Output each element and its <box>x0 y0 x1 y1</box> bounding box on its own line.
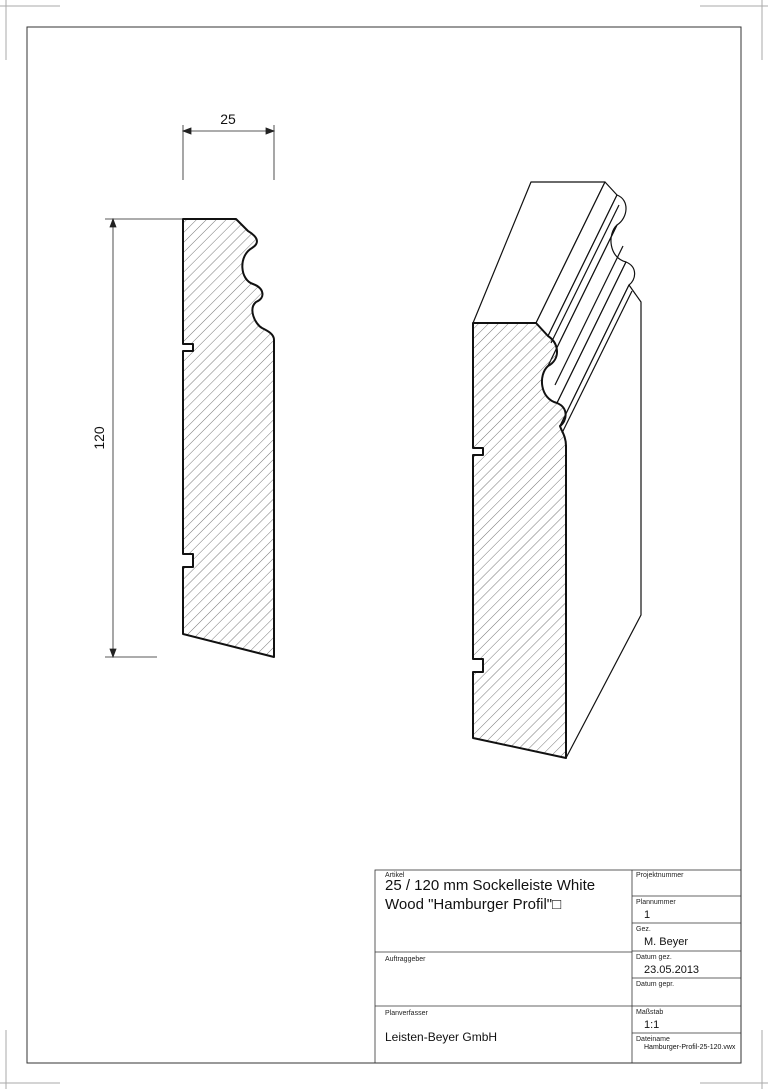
dimension-height <box>105 217 183 659</box>
projektnummer-label: Projektnummer <box>636 872 684 879</box>
profile-cross-section <box>182 218 275 658</box>
gez-label: Gez. <box>636 926 651 933</box>
datum-gepr-label: Datum gepr. <box>636 981 675 988</box>
iso-front-section <box>472 322 567 759</box>
planverfasser-label: Planverfasser <box>385 1010 428 1017</box>
drawing-title: 25 / 120 mm Sockelleiste White Wood "Ham… <box>385 877 596 913</box>
plannummer-value: 1 <box>644 909 651 921</box>
datum-gez-value: 23.05.2013 <box>644 964 700 976</box>
gez-value: M. Beyer <box>644 936 689 948</box>
dimension-height-label: 120 <box>91 426 107 450</box>
profile-isometric-view <box>472 181 642 759</box>
plannummer-label: Plannummer <box>636 899 676 906</box>
dimension-width <box>181 125 276 180</box>
massstab-value: 1:1 <box>644 1019 660 1031</box>
dateiname-value: Hamburger-Profil-25-120.vwx <box>644 1044 736 1051</box>
auftraggeber-label: Auftraggeber <box>385 956 426 963</box>
dimension-width-label: 25 <box>220 111 236 127</box>
datum-gez-label: Datum gez. <box>636 954 672 961</box>
artikel-label: Artikel <box>385 872 405 879</box>
planverfasser-value: Leisten-Beyer GmbH <box>385 1030 498 1044</box>
massstab-label: Maßstab <box>636 1009 664 1016</box>
dateiname-label: Dateiname <box>636 1036 670 1043</box>
title-block-grid <box>374 869 742 1064</box>
